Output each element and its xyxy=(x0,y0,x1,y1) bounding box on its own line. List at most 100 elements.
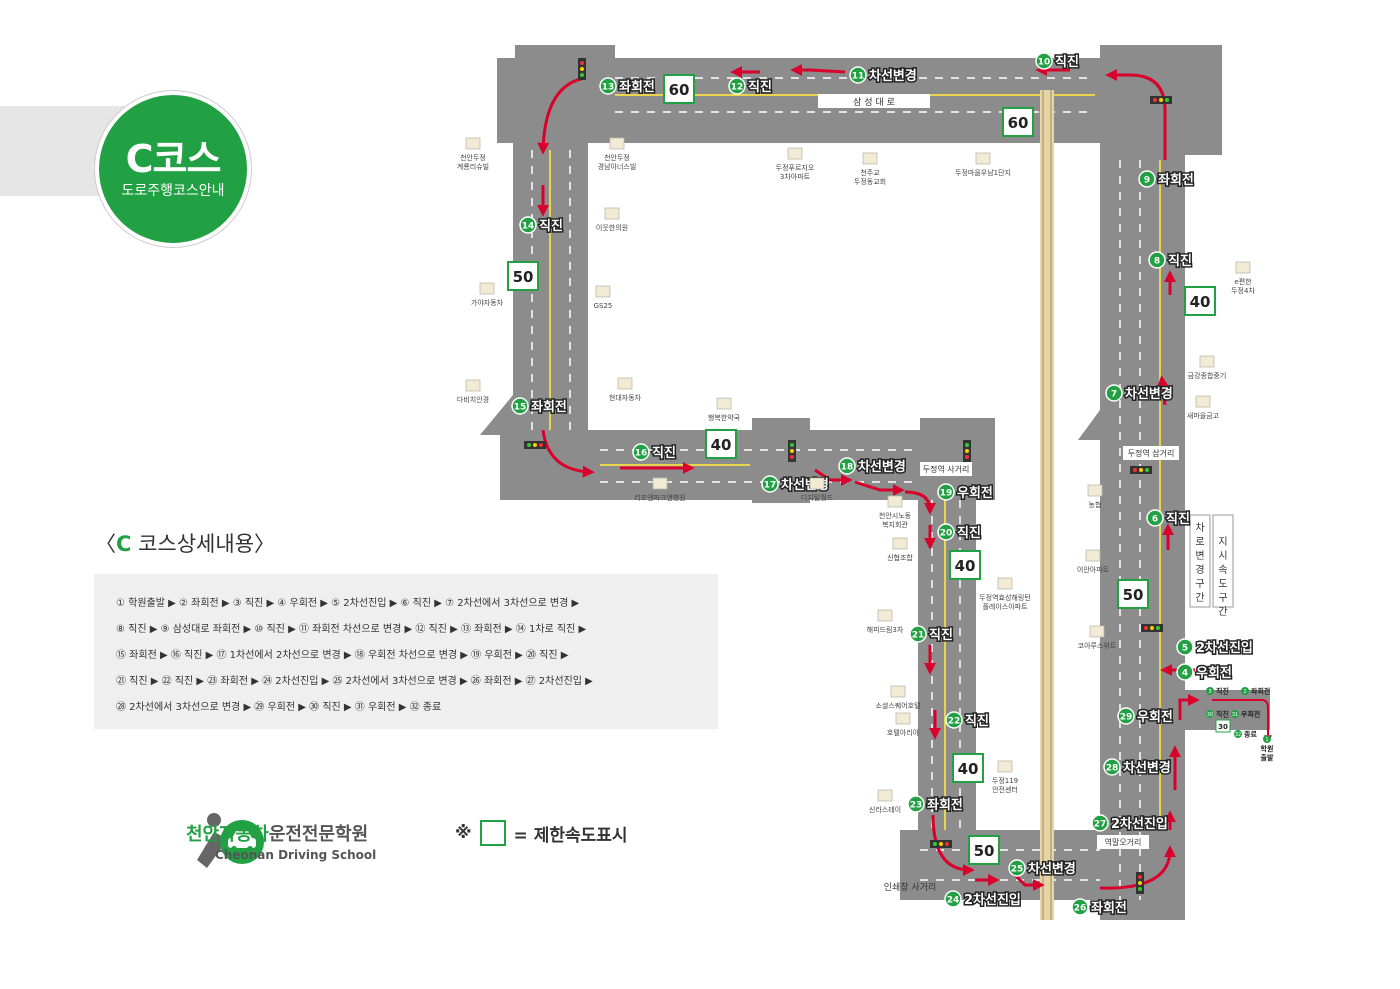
svg-text:22: 22 xyxy=(948,717,961,727)
svg-text:6: 6 xyxy=(1152,515,1158,525)
landmark-l7: 현대자동차 xyxy=(609,377,642,402)
course-line-5: ㉘ 2차선에서 3차선으로 변경 ▶ ㉙ 우회전 ▶ ㉚ 직진 ▶ ㉛ 우회전 … xyxy=(116,702,442,713)
svg-text:27: 27 xyxy=(1094,820,1107,830)
speed-limit-sign: 50 xyxy=(1117,579,1149,609)
svg-text:직진: 직진 xyxy=(1055,54,1079,70)
svg-text:10: 10 xyxy=(1038,58,1051,68)
route-arrow-13 xyxy=(537,76,586,155)
svg-text:직진: 직진 xyxy=(1168,253,1192,269)
svg-text:40: 40 xyxy=(958,760,979,778)
landmark-l5: GS25 xyxy=(594,285,612,310)
svg-text:60: 60 xyxy=(669,81,690,99)
svg-text:2차선진입: 2차선진입 xyxy=(964,892,1021,908)
building-icon xyxy=(892,537,908,550)
svg-text:14: 14 xyxy=(522,222,535,232)
building-icon xyxy=(1199,355,1215,368)
landmark-l21: 신라스테이 xyxy=(869,789,901,814)
svg-text:차선변경: 차선변경 xyxy=(858,459,906,475)
route-arrow-25 xyxy=(1013,873,1045,891)
building-icon xyxy=(479,282,495,295)
landmark-l9: 리조엔파크앤병원 xyxy=(634,477,686,502)
svg-text:28: 28 xyxy=(1106,764,1119,774)
svg-text:좌회전: 좌회전 xyxy=(531,399,567,415)
junction-inswae: 인쇄창 사거리 xyxy=(884,882,937,893)
speed-limit-sign: 40 xyxy=(705,429,737,459)
building-icon xyxy=(809,477,825,490)
svg-text:40: 40 xyxy=(955,557,976,575)
traffic-light-icon xyxy=(788,440,796,462)
landmark-l22: 농협 xyxy=(1087,484,1103,509)
junction-box-yeokmal xyxy=(1097,835,1149,849)
building-icon xyxy=(1235,261,1251,274)
svg-text:11: 11 xyxy=(852,72,865,82)
svg-text:40: 40 xyxy=(711,436,732,454)
landmark-l8: 행복한약국 xyxy=(708,397,741,422)
road-name-samsung: 삼 성 대 로 xyxy=(853,97,895,108)
svg-text:직진: 직진 xyxy=(1216,710,1229,719)
svg-text:차선변경: 차선변경 xyxy=(1125,386,1173,402)
road-center-junction xyxy=(920,418,995,498)
svg-text:30: 30 xyxy=(1207,712,1213,718)
svg-text:좌회전: 좌회전 xyxy=(1158,172,1194,188)
building-icon xyxy=(877,609,893,622)
svg-text:60: 60 xyxy=(1008,114,1029,132)
route-arrow-17 xyxy=(814,468,853,486)
svg-text:좌회전: 좌회전 xyxy=(1251,687,1270,696)
speed-limit-sign: 40 xyxy=(1184,286,1216,316)
junction-box-dujeong xyxy=(1123,446,1179,460)
step-label-27: 27 2차선진입 xyxy=(1091,814,1169,834)
course-line-1: ① 학원출발 ▶ ② 좌회전 ▶ ③ 직진 ▶ ④ 우회전 ▶ ⑤ 2차선진입 … xyxy=(116,598,580,609)
building-icon xyxy=(975,152,991,165)
svg-text:2차선진입: 2차선진입 xyxy=(1196,640,1253,656)
speed-limit-sign: 60 xyxy=(663,74,695,104)
svg-text:직진: 직진 xyxy=(929,627,953,643)
svg-text:직진: 직진 xyxy=(957,525,981,541)
svg-text:50: 50 xyxy=(513,268,534,286)
school-name-green: 천안자동차 xyxy=(186,824,269,845)
landmark-l17: 해피드림3차 xyxy=(867,609,904,634)
title-rest: 코스상세내용〉 xyxy=(131,532,276,556)
route-arrow-26 xyxy=(1099,845,1176,890)
building-icon xyxy=(465,137,481,150)
building-icon xyxy=(652,477,668,490)
building-icon xyxy=(997,577,1013,590)
svg-text:디지털월드: 디지털월드 xyxy=(801,493,834,502)
svg-text:31: 31 xyxy=(1232,712,1238,718)
svg-text:20: 20 xyxy=(940,529,953,539)
traffic-light-icon xyxy=(524,441,546,449)
svg-text:우회전: 우회전 xyxy=(957,485,993,501)
landmark-l4: 가야자동차 xyxy=(471,282,504,307)
step-label-7: 7 차선변경 xyxy=(1105,384,1174,404)
road-top-left-stub xyxy=(515,45,615,65)
svg-text:이웃한의원: 이웃한의원 xyxy=(596,223,628,232)
route-arrow-19 xyxy=(904,490,936,515)
svg-text:다비치안경: 다비치안경 xyxy=(457,395,489,404)
svg-text:코아루스위트: 코아루스위트 xyxy=(1078,641,1117,650)
svg-text:현대자동차: 현대자동차 xyxy=(609,393,642,402)
traffic-light-icon xyxy=(1136,872,1144,894)
svg-text:7: 7 xyxy=(1111,390,1117,400)
svg-text:2차선진입: 2차선진입 xyxy=(1111,816,1168,832)
road-middle-junction xyxy=(752,418,810,503)
road-left-taper xyxy=(480,395,513,435)
step-label-10: 10 직진 xyxy=(1035,52,1080,72)
road-center-vertical xyxy=(918,495,976,835)
svg-text:금강종합중기: 금강종합중기 xyxy=(1188,371,1227,380)
building-icon xyxy=(604,207,620,220)
